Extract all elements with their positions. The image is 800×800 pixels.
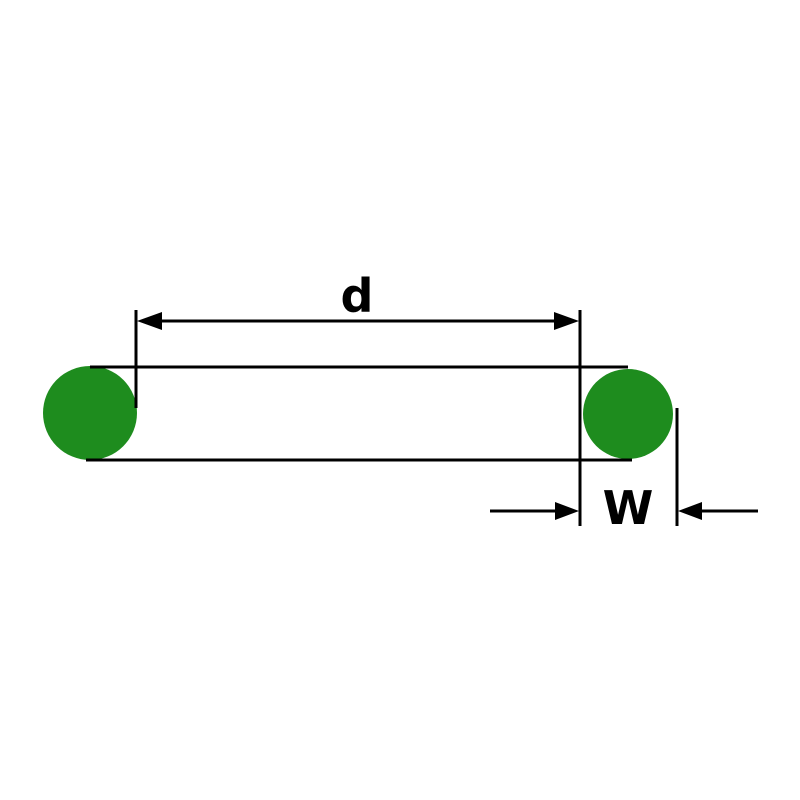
o-ring-left-section: [43, 366, 137, 460]
w-arrowhead-left-icon: [555, 502, 579, 520]
cross-section-width-label: W: [603, 481, 654, 535]
inner-diameter-label: d: [341, 269, 374, 323]
d-arrowhead-right-icon: [554, 312, 579, 330]
o-ring-right-section: [583, 369, 673, 459]
d-arrowhead-left-icon: [137, 312, 162, 330]
w-arrowhead-right-icon: [678, 502, 702, 520]
